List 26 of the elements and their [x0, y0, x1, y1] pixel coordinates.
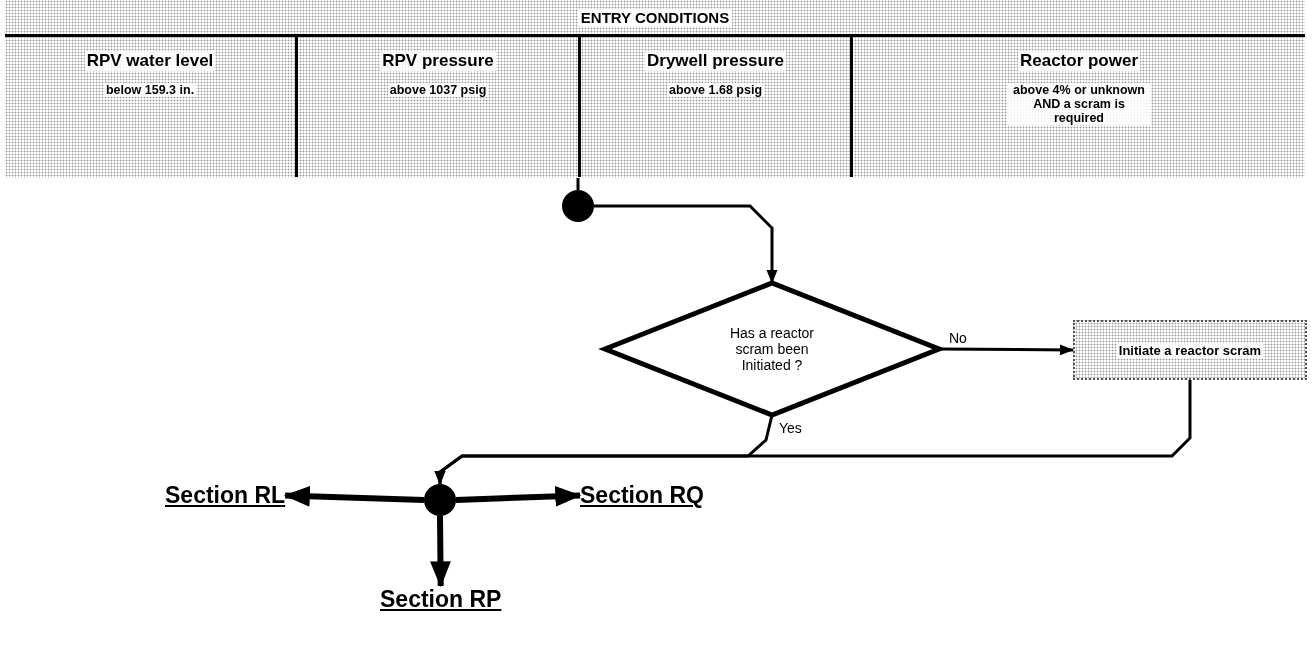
arrow	[283, 485, 425, 507]
junction-dot	[424, 484, 456, 516]
section-link: Section RQ	[580, 482, 704, 509]
condition-name: Reactor power	[1017, 51, 1141, 71]
arrow	[434, 380, 1192, 485]
conditions-panel	[5, 0, 1305, 178]
edge-label: Yes	[778, 420, 803, 436]
condition-value: below 159.3 in.	[103, 83, 197, 97]
condition-value: above 1.68 psig	[666, 83, 765, 97]
arrow	[455, 486, 582, 507]
section-link: Section RP	[380, 586, 502, 613]
condition-name: RPV pressure	[380, 51, 496, 71]
step-text: Initiate a reactor scram	[1116, 342, 1264, 358]
edge-label: No	[948, 330, 968, 346]
arrow	[939, 344, 1074, 356]
arrow	[594, 204, 778, 284]
condition-value: above 4% or unknown AND a scram is required	[1007, 83, 1151, 125]
process-box	[1073, 320, 1307, 380]
arrow	[430, 515, 451, 588]
junction-dot	[562, 190, 594, 222]
condition-name: Drywell pressure	[645, 51, 786, 71]
decision-question: Has a reactor scram been Initiated ?	[728, 325, 815, 373]
condition-name: RPV water level	[84, 51, 216, 71]
panel-heading: ENTRY CONDITIONS	[577, 8, 733, 26]
section-link: Section RL	[165, 482, 286, 509]
condition-value: above 1037 psig	[387, 83, 489, 97]
